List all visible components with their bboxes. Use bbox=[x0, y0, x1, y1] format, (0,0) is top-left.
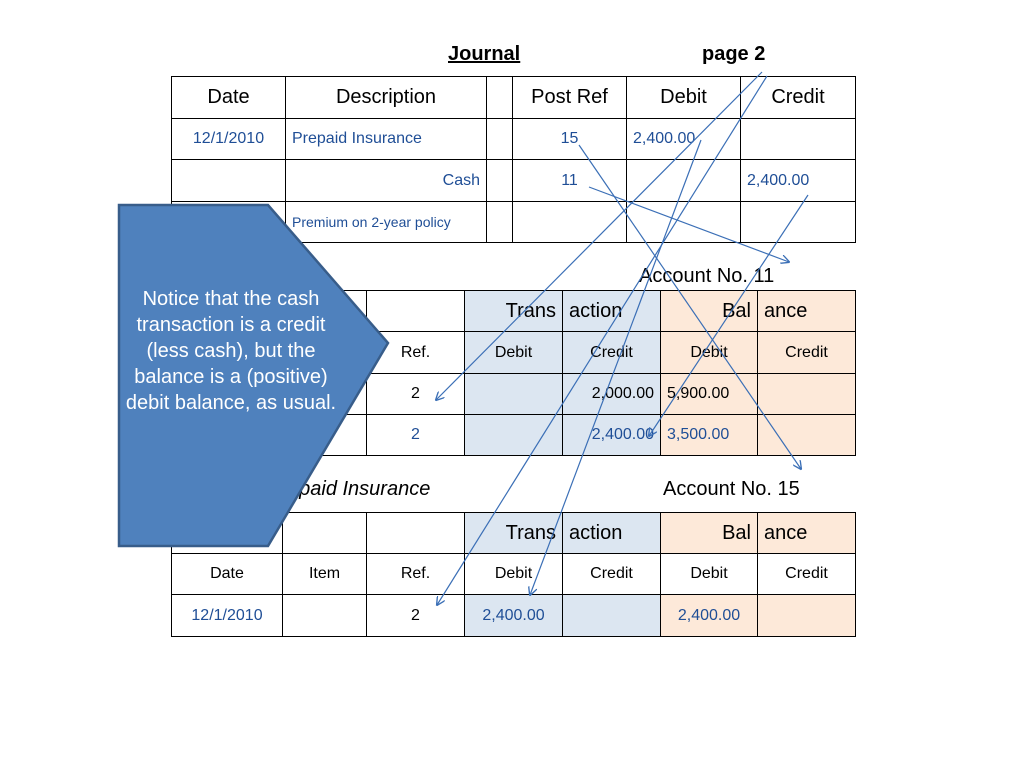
insurance-cell-date: 12/1/2010 bbox=[171, 594, 283, 637]
journal-cell-post-ref bbox=[512, 201, 627, 243]
insurance-cell-credit bbox=[562, 594, 661, 637]
journal-header-row: Date Description Post Ref Debit Credit bbox=[171, 76, 856, 119]
insurance-cell-balance-debit: 2,400.00 bbox=[660, 594, 758, 637]
cash-cell-ref: 2 bbox=[366, 373, 465, 415]
arrow-ref-15-to-insurance-account bbox=[578, 144, 801, 469]
journal-cell-post-ref: 11 bbox=[512, 159, 627, 202]
callout-text: Notice that the cash transaction is a cr… bbox=[125, 288, 337, 414]
insurance-balance-label-a: Bal bbox=[660, 512, 758, 554]
journal-row: 12/1/2010 Prepaid Insurance 15 2,400.00 bbox=[171, 118, 856, 160]
arrow-debit-to-insurance-debit bbox=[530, 139, 702, 595]
insurance-header-item: Item bbox=[282, 553, 367, 595]
journal-header-post-ref: Post Ref bbox=[512, 76, 627, 119]
cash-balance-label-a: Bal bbox=[660, 290, 758, 332]
cash-transaction-label-a: Trans bbox=[464, 290, 563, 332]
journal-header-credit: Credit bbox=[740, 76, 856, 119]
journal-header-debit: Debit bbox=[626, 76, 741, 119]
journal-cell-description: Cash bbox=[285, 159, 487, 202]
insurance-ledger-header-row: Date Item Ref. Debit Credit Debit Credit bbox=[171, 553, 856, 595]
cash-cell-ref: 2 bbox=[366, 414, 465, 456]
insurance-ledger-group-row: Trans action Bal ance bbox=[171, 512, 856, 554]
journal-cell-description: Prepaid Insurance bbox=[285, 118, 487, 160]
cash-cell-credit: 2,000.00 bbox=[562, 373, 661, 415]
cash-header-balance-credit: Credit bbox=[757, 331, 856, 374]
journal-cell-spacer bbox=[486, 159, 513, 202]
callout-shape bbox=[117, 203, 390, 548]
cash-header-credit: Credit bbox=[562, 331, 661, 374]
journal-cell-description: Premium on 2-year policy bbox=[285, 201, 487, 243]
journal-cell-post-ref: 15 bbox=[512, 118, 627, 160]
journal-header-date: Date bbox=[171, 76, 286, 119]
journal-title: Journal bbox=[448, 43, 521, 65]
journal-cell-date: 12/1/2010 bbox=[171, 118, 286, 160]
cash-balance-label-b: ance bbox=[757, 290, 856, 332]
insurance-account-name: Prepaid Insurance bbox=[268, 478, 431, 500]
cash-ledger-blank bbox=[366, 290, 465, 332]
cash-header-debit: Debit bbox=[464, 331, 563, 374]
journal-row: Cash 11 2,400.00 bbox=[171, 159, 856, 202]
cash-cell-balance-debit: 3,500.00 bbox=[660, 414, 758, 456]
insurance-header-balance-credit: Credit bbox=[757, 553, 856, 595]
cash-cell-credit: 2,400.00 bbox=[562, 414, 661, 456]
journal-cell-credit bbox=[740, 201, 856, 243]
insurance-cell-balance-credit bbox=[757, 594, 856, 637]
journal-cell-credit bbox=[740, 118, 856, 160]
insurance-account-number: Account No. 15 bbox=[663, 478, 800, 500]
insurance-cell-item bbox=[282, 594, 367, 637]
insurance-ledger-table: Trans action Bal ance Date Item Ref. Deb… bbox=[171, 512, 856, 637]
arrow-credit-to-cash-credit bbox=[649, 194, 809, 436]
arrow-page-to-cash-ref bbox=[436, 71, 763, 400]
insurance-header-ref: Ref. bbox=[366, 553, 465, 595]
journal-page-number: page 2 bbox=[702, 43, 766, 65]
insurance-ledger-row: 12/1/2010 2 2,400.00 2,400.00 bbox=[171, 594, 856, 637]
cash-cell-balance-credit bbox=[757, 414, 856, 456]
insurance-transaction-label-b: action bbox=[562, 512, 661, 554]
journal-cell-credit: 2,400.00 bbox=[740, 159, 856, 202]
insurance-header-debit: Debit bbox=[464, 553, 563, 595]
cash-cell-debit bbox=[464, 414, 563, 456]
insurance-cell-debit: 2,400.00 bbox=[464, 594, 563, 637]
arrow-ref-11-to-cash-account bbox=[588, 186, 789, 262]
insurance-cell-ref: 2 bbox=[366, 594, 465, 637]
arrow-page-to-insurance-ref bbox=[437, 75, 768, 605]
insurance-header-balance-debit: Debit bbox=[660, 553, 758, 595]
cash-cell-debit bbox=[464, 373, 563, 415]
insurance-header-credit: Credit bbox=[562, 553, 661, 595]
insurance-header-date: Date bbox=[171, 553, 283, 595]
journal-cell-debit: 2,400.00 bbox=[626, 118, 741, 160]
